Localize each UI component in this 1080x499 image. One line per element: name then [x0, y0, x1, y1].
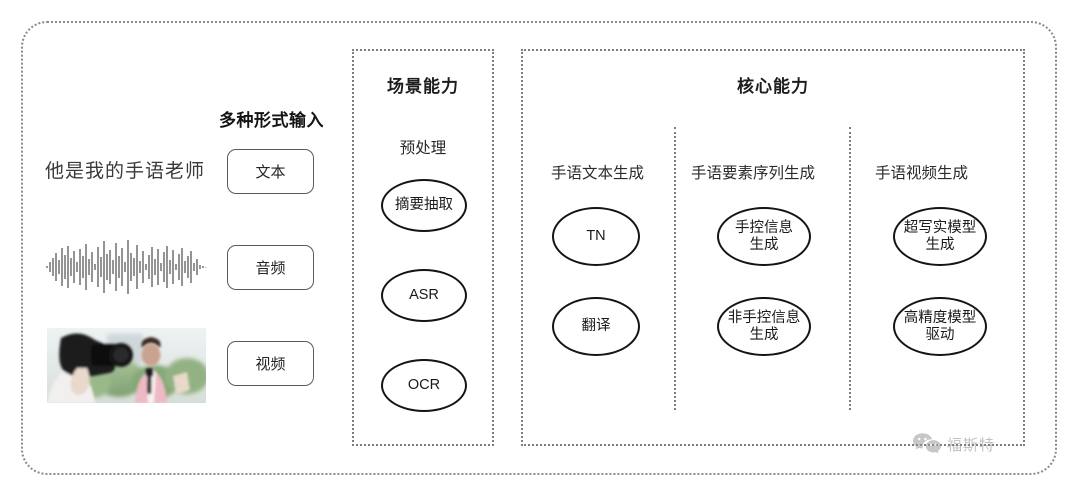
watermark-label: 福斯特: [947, 436, 996, 454]
core-node-manual-signal-generation-label: 手控信息 生成: [735, 219, 793, 253]
scene-node-asr-label: ASR: [409, 287, 439, 304]
core-column-2-label: 手语要素序列生成: [691, 165, 816, 182]
core-node-hyperrealistic-model-generation[interactable]: 超写实模型 生成: [893, 207, 987, 266]
outer-frame: [21, 21, 1057, 475]
input-chip-video[interactable]: 视频: [227, 341, 314, 386]
wechat-icon: [913, 433, 941, 454]
scene-node-summary-extraction[interactable]: 摘要抽取: [381, 179, 467, 232]
audio-waveform-icon: [46, 240, 207, 294]
core-node-non-manual-signal-generation[interactable]: 非手控信息 生成: [717, 297, 811, 356]
input-chip-text-label: 文本: [255, 164, 286, 181]
scene-panel-title: 场景能力: [387, 77, 459, 96]
core-panel-title: 核心能力: [737, 77, 809, 96]
core-capability-panel: 核心能力 手语文本生成 TN 翻译 手语要素序列生成 手控信息 生成 非手控信息…: [521, 49, 1025, 446]
core-column-divider-2: [849, 127, 851, 410]
input-section-heading: 多种形式输入: [219, 111, 324, 130]
core-column-1-label: 手语文本生成: [551, 165, 645, 182]
input-chip-audio[interactable]: 音频: [227, 245, 314, 290]
core-node-high-precision-model-driving-label: 高精度模型 驱动: [903, 309, 977, 343]
scene-node-summary-extraction-label: 摘要抽取: [395, 197, 453, 214]
core-node-tn-label: TN: [586, 228, 606, 245]
sample-text-line: 他是我的手语老师: [45, 161, 206, 182]
scene-node-ocr-label: OCR: [407, 377, 441, 394]
input-chip-text[interactable]: 文本: [227, 149, 314, 194]
core-node-manual-signal-generation[interactable]: 手控信息 生成: [717, 207, 811, 266]
input-chip-video-label: 视频: [255, 356, 286, 373]
core-column-divider-1: [674, 127, 676, 410]
core-node-translation-label: 翻译: [581, 318, 611, 335]
core-node-translation[interactable]: 翻译: [552, 297, 640, 356]
core-column-3-label: 手语视频生成: [875, 165, 969, 182]
scene-node-asr[interactable]: ASR: [381, 269, 467, 322]
scene-subsection-label: 预处理: [399, 140, 447, 157]
core-node-non-manual-signal-generation-label: 非手控信息 生成: [727, 309, 801, 343]
core-node-hyperrealistic-model-generation-label: 超写实模型 生成: [903, 219, 977, 253]
scene-node-ocr[interactable]: OCR: [381, 359, 467, 412]
core-node-high-precision-model-driving[interactable]: 高精度模型 驱动: [893, 297, 987, 356]
video-thumbnail: [47, 328, 206, 403]
core-node-tn[interactable]: TN: [552, 207, 640, 266]
input-chip-audio-label: 音频: [255, 260, 286, 277]
watermark: 福斯特: [912, 432, 995, 456]
scene-capability-panel: 场景能力 预处理 摘要抽取 ASR OCR: [352, 49, 494, 446]
